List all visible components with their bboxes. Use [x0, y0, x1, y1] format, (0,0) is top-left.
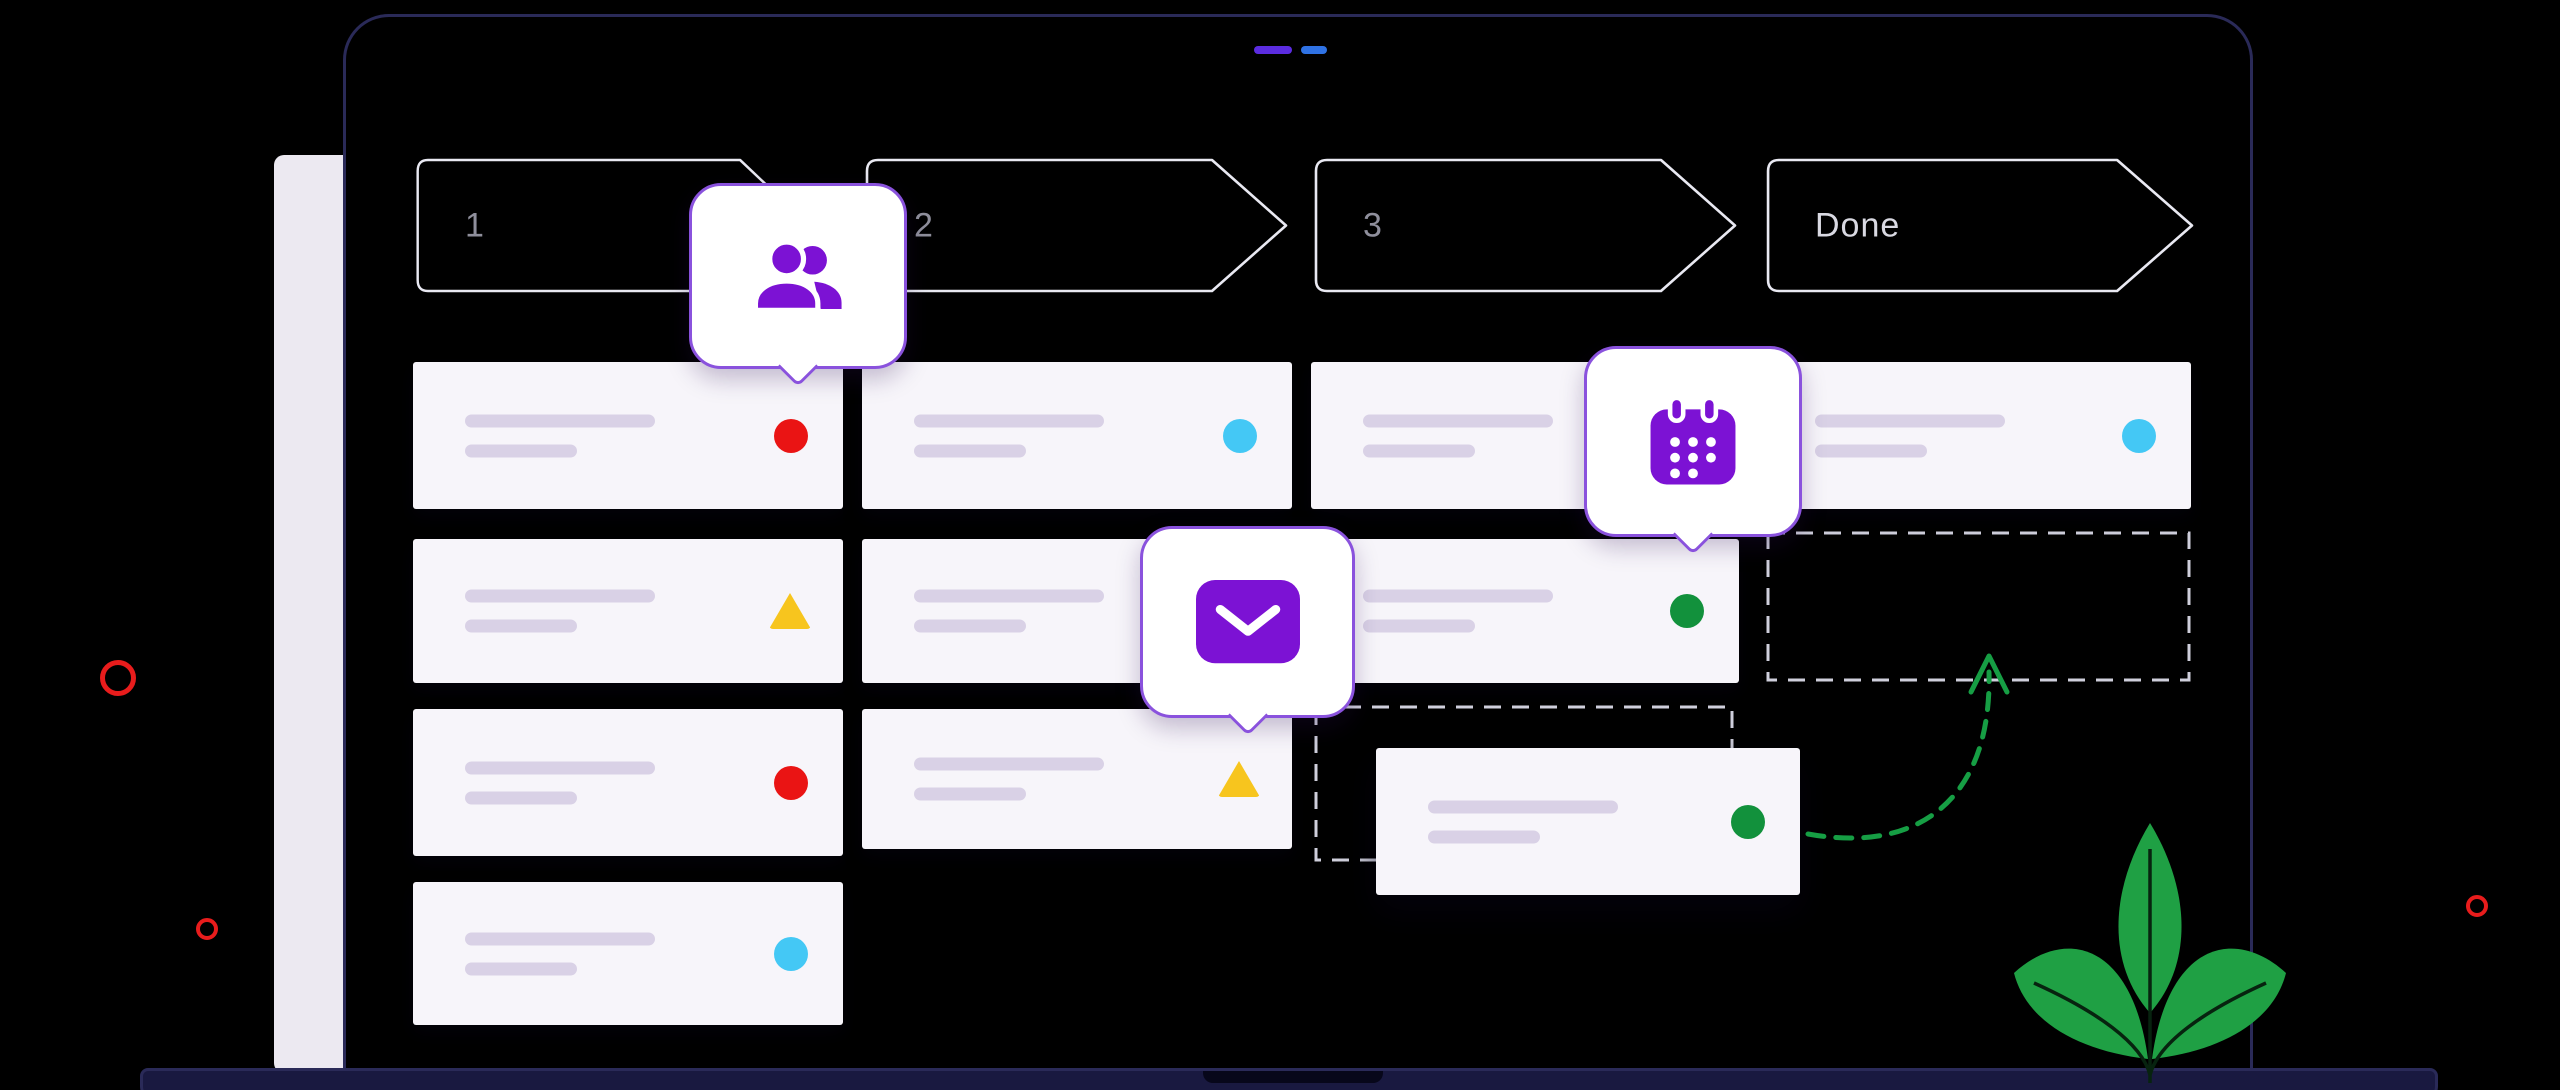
laptop-base-notch	[1203, 1071, 1383, 1083]
column-label: 3	[1363, 206, 1383, 244]
status-indicator	[774, 765, 808, 800]
column-label: Done	[1815, 206, 1901, 244]
status-indicator	[774, 418, 808, 453]
card-text-placeholder	[914, 589, 1104, 633]
placeholder-line	[1815, 444, 1927, 457]
placeholder-line	[1363, 619, 1475, 633]
task-card[interactable]	[413, 539, 843, 683]
dragged-task-card[interactable]	[1376, 748, 1800, 895]
mail-tooltip	[1140, 526, 1355, 718]
task-card[interactable]	[413, 709, 843, 856]
task-card[interactable]	[413, 882, 843, 1025]
card-text-placeholder	[1428, 800, 1618, 843]
placeholder-line	[465, 791, 577, 804]
task-card[interactable]	[413, 362, 843, 509]
card-text-placeholder	[914, 757, 1104, 801]
placeholder-line	[1428, 800, 1618, 813]
placeholder-line	[914, 787, 1026, 801]
card-text-placeholder	[1363, 414, 1553, 457]
task-card[interactable]	[1311, 539, 1739, 683]
laptop-side-panel	[274, 155, 345, 1073]
drop-placeholder[interactable]	[1766, 531, 2191, 682]
placeholder-line	[465, 932, 655, 945]
placeholder-line	[1428, 830, 1540, 843]
card-text-placeholder	[465, 761, 655, 804]
status-indicator	[774, 936, 808, 971]
card-text-placeholder	[465, 414, 655, 457]
accent-dash-blue	[1301, 46, 1327, 54]
column-header-3[interactable]: 3	[1311, 157, 1739, 294]
placeholder-line	[914, 444, 1026, 457]
column-label: 1	[465, 206, 485, 244]
status-indicator	[1731, 804, 1765, 839]
red-ring-decoration	[100, 660, 136, 696]
placeholder-line	[1363, 589, 1553, 603]
calendar-tooltip	[1584, 346, 1802, 537]
placeholder-line	[914, 589, 1104, 603]
status-indicator	[1670, 594, 1704, 628]
placeholder-line	[465, 444, 577, 457]
placeholder-line	[914, 757, 1104, 771]
card-text-placeholder	[465, 932, 655, 975]
column-label: 2	[914, 206, 934, 244]
task-card[interactable]	[1763, 362, 2191, 509]
task-card[interactable]	[862, 362, 1292, 509]
placeholder-line	[465, 962, 577, 975]
placeholder-line	[914, 414, 1104, 427]
status-indicator	[769, 593, 811, 629]
task-card[interactable]	[862, 709, 1292, 849]
card-text-placeholder	[465, 589, 655, 633]
status-indicator	[2122, 418, 2156, 453]
column-arrow-shape	[1766, 158, 2194, 293]
red-ring-decoration	[196, 918, 218, 940]
column-header-done[interactable]: Done	[1763, 157, 2196, 294]
status-indicator	[1223, 418, 1257, 453]
red-ring-decoration	[2466, 895, 2488, 917]
plant-decoration	[2014, 823, 2286, 1083]
mail-icon	[1195, 580, 1300, 664]
card-text-placeholder	[1815, 414, 2005, 457]
placeholder-line	[465, 619, 577, 633]
status-indicator	[1218, 761, 1260, 797]
calendar-icon	[1650, 395, 1736, 484]
card-text-placeholder	[914, 414, 1104, 457]
placeholder-line	[1363, 414, 1553, 427]
laptop-base	[140, 1068, 2438, 1090]
users-icon	[752, 238, 842, 313]
placeholder-line	[465, 761, 655, 774]
column-arrow-shape	[1314, 158, 1737, 293]
card-text-placeholder	[1363, 589, 1553, 633]
placeholder-line	[465, 589, 655, 603]
placeholder-line	[914, 619, 1026, 633]
column-header-2[interactable]: 2	[862, 157, 1290, 294]
placeholder-line	[465, 414, 655, 427]
users-tooltip	[689, 183, 907, 369]
accent-dash-purple	[1254, 46, 1292, 54]
placeholder-line	[1363, 444, 1475, 457]
placeholder-line	[1815, 414, 2005, 427]
